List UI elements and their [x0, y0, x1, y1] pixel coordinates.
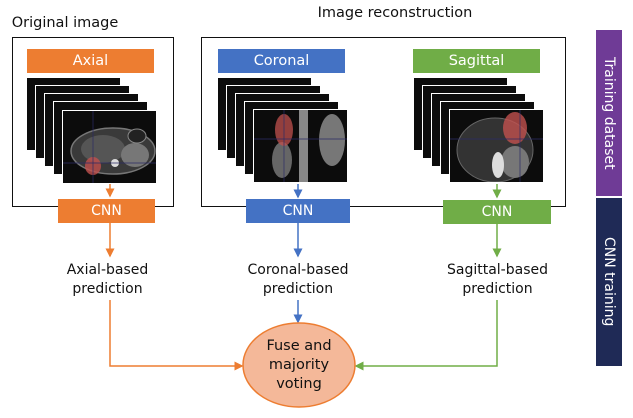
training-dataset-text: Training dataset	[601, 56, 617, 170]
axial-cnn-box: CNN	[58, 199, 155, 223]
axial-front-slice	[62, 110, 157, 184]
sagittal-prediction-to-fuse-arrow	[354, 300, 498, 371]
training-dataset-side-label: Training dataset	[596, 30, 622, 196]
sagittal-label: Sagittal	[413, 49, 540, 73]
fuse-majority-voting-label: Fuse and majority voting	[266, 338, 332, 392]
axial-mri-slice-stack	[26, 77, 161, 185]
axial-prediction-to-fuse-arrow	[109, 300, 244, 371]
sagittal-mri-slice-stack	[413, 77, 548, 185]
coronal-label: Coronal	[218, 49, 345, 73]
axial-label: Axial	[27, 49, 154, 73]
cnn-training-text: CNN training	[601, 237, 617, 327]
coronal-front-slice	[253, 109, 348, 183]
sagittal-front-slice	[449, 109, 544, 183]
cnn-training-side-label: CNN training	[596, 198, 622, 366]
image-reconstruction-frame	[201, 37, 566, 207]
coronal-cnn-box: CNN	[246, 199, 350, 223]
coronal-prediction: Coronal-based prediction	[247, 262, 349, 297]
fuse-ellipse	[242, 322, 356, 408]
image-reconstruction-title: Image reconstruction	[317, 5, 473, 21]
sagittal-prediction: Sagittal-based prediction	[446, 262, 548, 297]
coronal-mri-slice-stack	[217, 77, 352, 185]
original-image-title: Original image	[11, 15, 119, 31]
axial-prediction: Axial-based prediction	[66, 262, 149, 297]
sagittal-cnn-box: CNN	[443, 200, 551, 224]
